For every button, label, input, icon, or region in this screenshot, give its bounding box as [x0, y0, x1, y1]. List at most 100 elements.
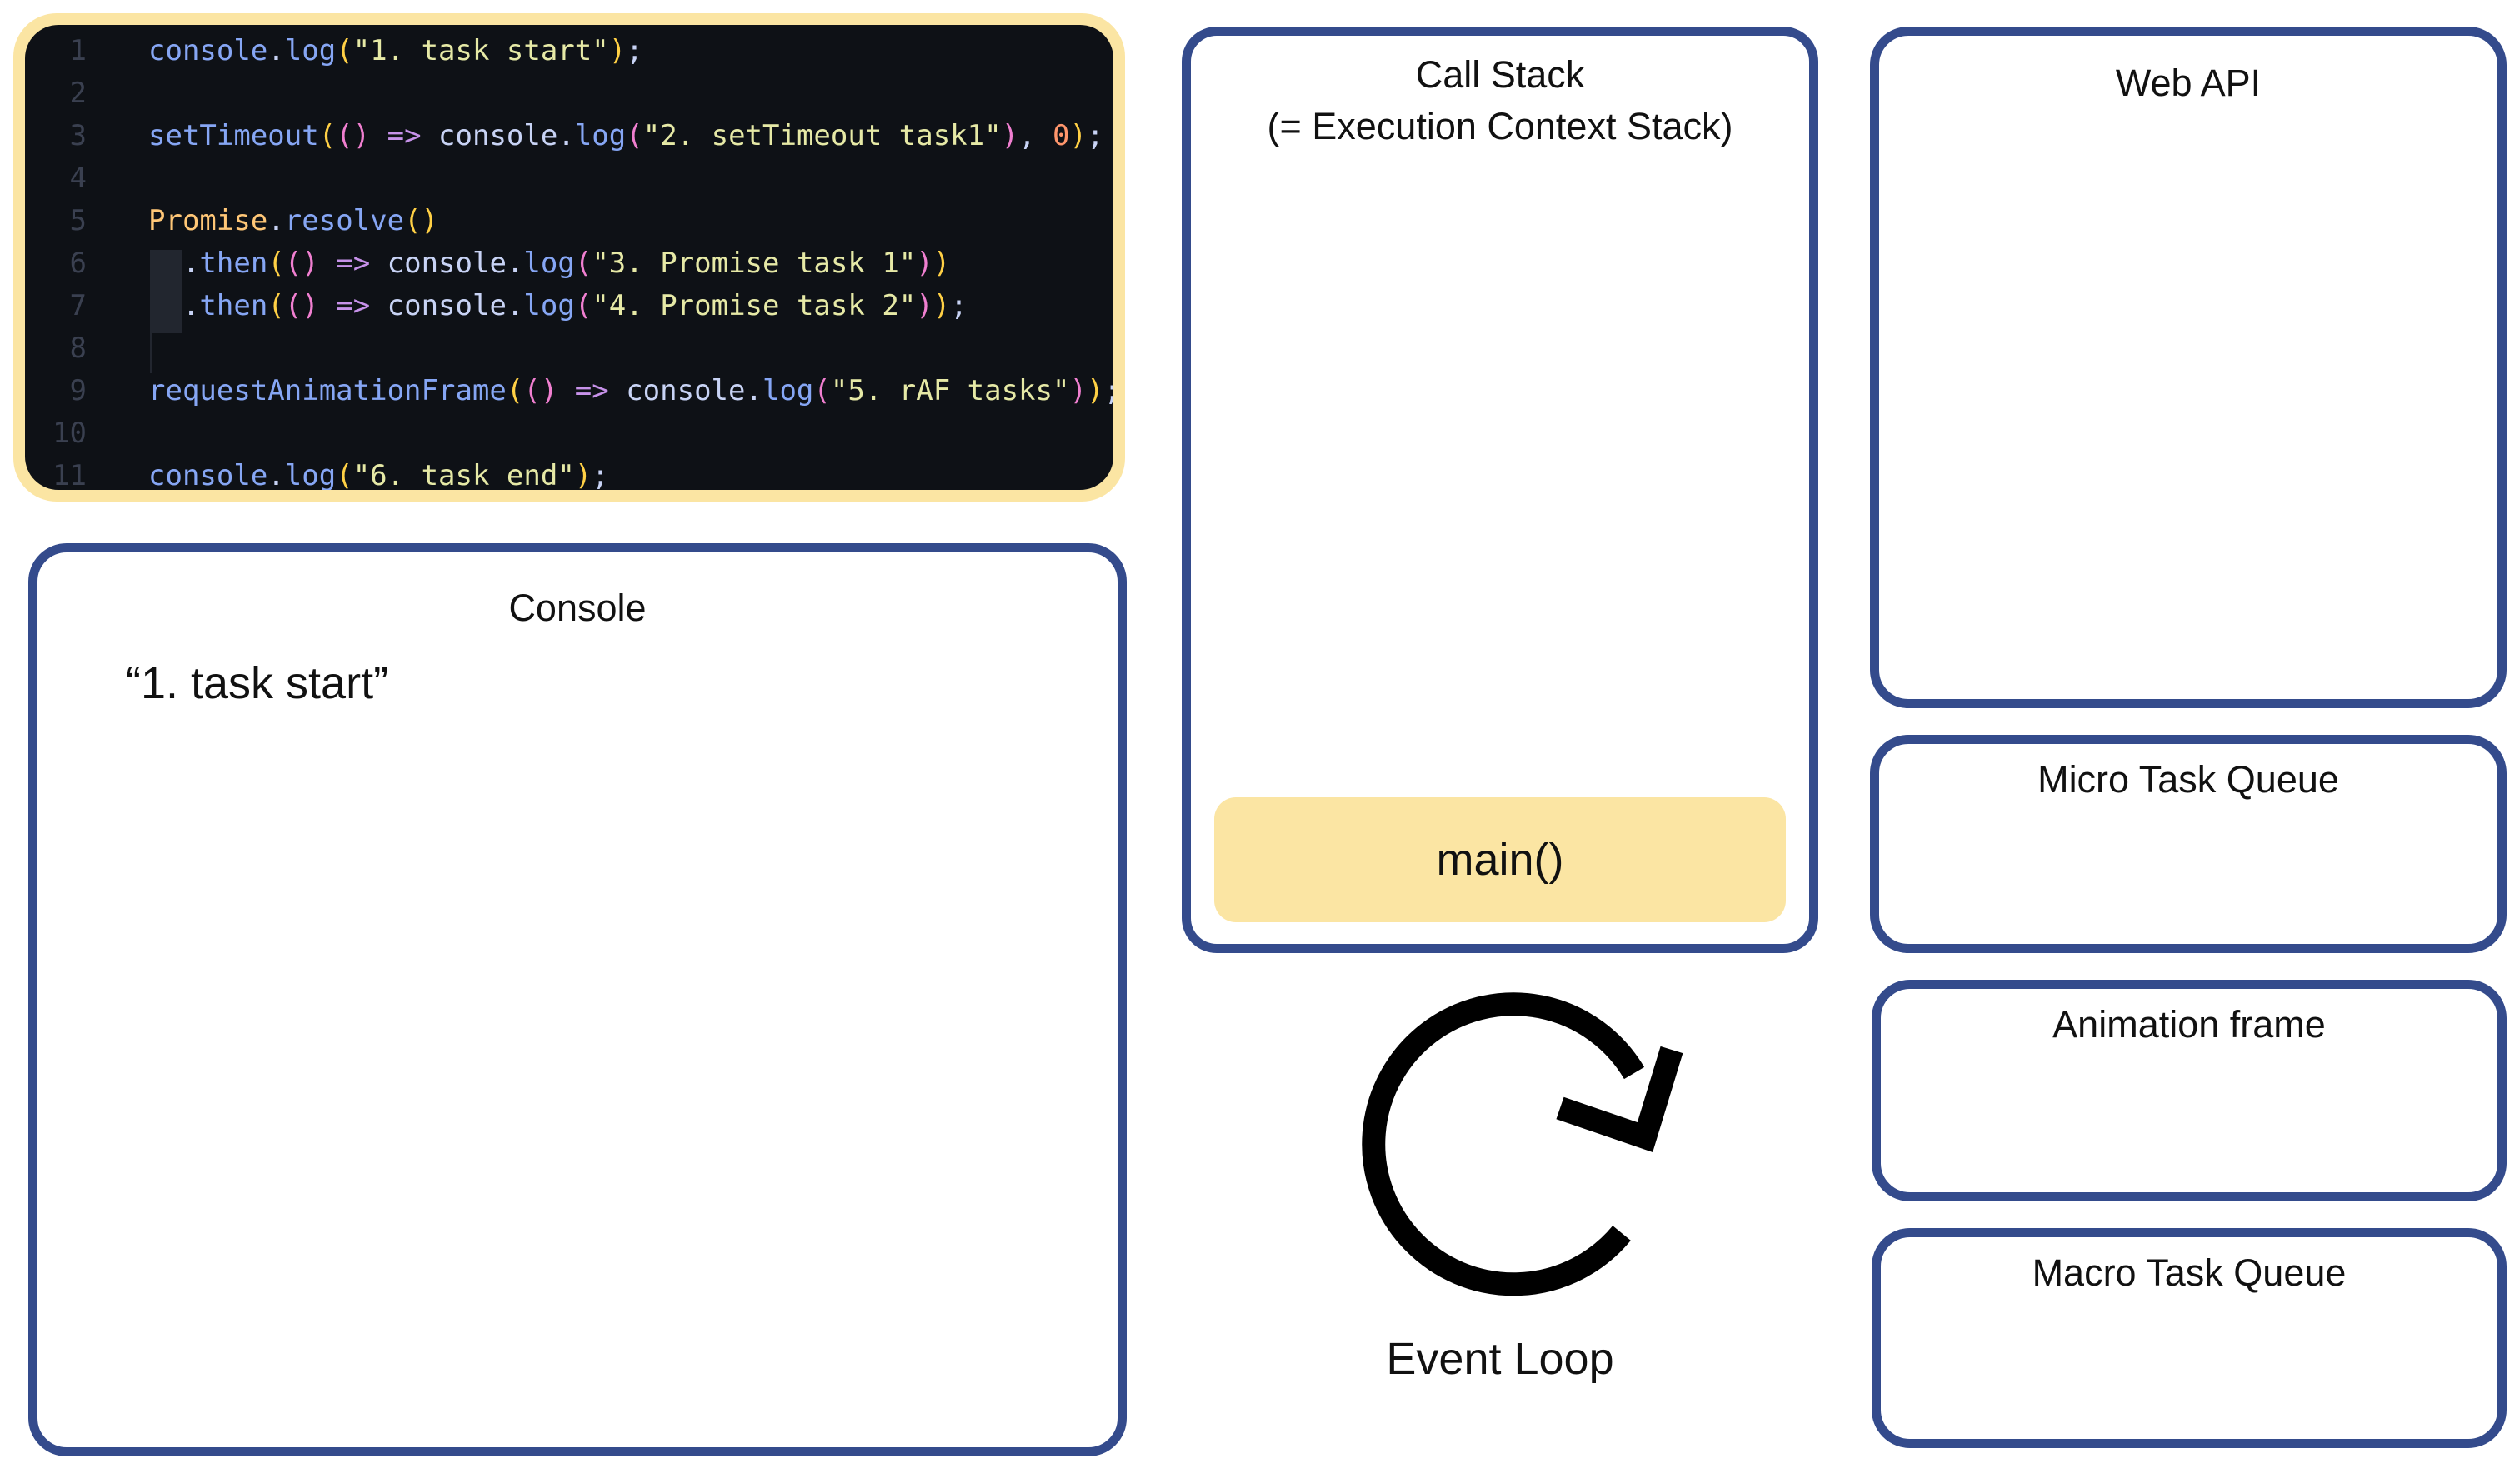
code-token: console	[626, 374, 746, 407]
code-token: (	[626, 119, 643, 152]
code-token: (	[506, 374, 524, 407]
code-token: "5. rAF tasks"	[830, 374, 1070, 407]
code-token: log	[284, 34, 337, 67]
line-code: console.log("1. task start");	[148, 30, 643, 72]
code-token: ;	[1103, 374, 1113, 407]
code-token: .	[148, 289, 200, 322]
line-number: 8	[69, 332, 87, 365]
code-token: (	[574, 289, 592, 322]
line-code: console.log("6. task end");	[148, 455, 609, 490]
line-number: 5	[69, 204, 87, 237]
code-token: (	[336, 459, 353, 490]
line-number: 6	[69, 247, 87, 280]
code-token: .	[268, 459, 285, 490]
event-loop-label: Event Loop	[1386, 1334, 1614, 1384]
code-line: 1 console.log("1. task start");	[25, 30, 1113, 72]
line-number: 3	[69, 119, 87, 152]
line-number: 1	[69, 34, 87, 67]
code-token: (	[813, 374, 831, 407]
console-title: Console	[508, 587, 647, 629]
console-box: Console “1. task start”	[28, 543, 1127, 1456]
code-line: 10	[25, 412, 1113, 455]
code-token: console	[387, 289, 507, 322]
code-token: )	[1086, 374, 1104, 407]
console-output-line: “1. task start”	[126, 658, 389, 708]
code-token: (	[268, 247, 285, 280]
code-token: 0	[1052, 119, 1070, 152]
indent-guide	[150, 250, 182, 333]
code-token: =>	[370, 119, 439, 152]
line-code: setTimeout(() => console.log("2. setTime…	[148, 115, 1103, 157]
code-token: "1. task start"	[352, 34, 609, 67]
animation-frame-box: Animation frame	[1872, 980, 2507, 1201]
code-token: Promise	[148, 204, 268, 237]
macro-task-queue-title: Macro Task Queue	[2032, 1251, 2347, 1294]
code-token: ;	[1087, 119, 1104, 152]
code-token: ;	[950, 289, 968, 322]
code-token: then	[199, 247, 268, 280]
code-token: setTimeout	[148, 119, 319, 152]
code-token: =>	[318, 289, 388, 322]
code-token: log	[762, 374, 814, 407]
line-code: requestAnimationFrame(() => console.log(…	[148, 370, 1113, 412]
code-line: 11 console.log("6. task end");	[25, 455, 1113, 490]
code-token: .	[506, 289, 524, 322]
code-token: console	[148, 459, 268, 490]
line-number: 10	[52, 417, 87, 450]
line-number: 7	[69, 289, 87, 322]
code-line: 2	[25, 72, 1113, 115]
code-token: log	[523, 247, 575, 280]
line-code: .then(() => console.log("3. Promise task…	[148, 242, 950, 285]
code-token: console	[438, 119, 558, 152]
code-token: )	[932, 247, 951, 280]
code-token: ;	[626, 34, 643, 67]
web-api-box: Web API	[1870, 27, 2507, 708]
code-token: .	[148, 247, 200, 280]
code-token: (	[318, 119, 337, 152]
macro-task-queue-box: Macro Task Queue	[1872, 1228, 2507, 1448]
code-token: "2. setTimeout task1"	[642, 119, 1002, 152]
code-token: .	[268, 204, 285, 237]
code-token: (	[574, 247, 592, 280]
line-code: Promise.resolve()	[148, 200, 438, 242]
stack-frame-main: main()	[1214, 797, 1786, 922]
code-token: .	[558, 119, 575, 152]
micro-task-queue-box: Micro Task Queue	[1870, 735, 2507, 953]
code-token: )	[1001, 119, 1019, 152]
code-token: then	[199, 289, 268, 322]
code-token: )	[916, 289, 933, 322]
code-token: console	[148, 34, 268, 67]
code-token: ()	[523, 374, 558, 407]
line-number: 2	[69, 77, 87, 110]
code-token: log	[284, 459, 337, 490]
code-token: .	[506, 247, 524, 280]
line-code: .then(() => console.log("4. Promise task…	[148, 285, 968, 327]
code-token: =>	[558, 374, 627, 407]
code-line: 7 .then(() => console.log("4. Promise ta…	[25, 285, 1113, 327]
code-token: log	[523, 289, 575, 322]
code-token: ()	[336, 119, 371, 152]
code-token: "4. Promise task 2"	[592, 289, 917, 322]
code-token: =>	[318, 247, 388, 280]
code-token: )	[608, 34, 627, 67]
animation-frame-title: Animation frame	[2052, 1003, 2326, 1046]
code-token: "3. Promise task 1"	[592, 247, 917, 280]
code-token: console	[387, 247, 507, 280]
code-token: )	[916, 247, 933, 280]
line-number: 11	[52, 459, 87, 490]
code-line: 5 Promise.resolve()	[25, 200, 1113, 242]
call-stack-title: Call Stack	[1415, 53, 1585, 96]
code-token: )	[1069, 119, 1087, 152]
code-line: 8	[25, 327, 1113, 370]
code-token: (	[268, 289, 285, 322]
code-token: .	[745, 374, 762, 407]
code-token: requestAnimationFrame	[148, 374, 507, 407]
code-line: 4	[25, 157, 1113, 200]
code-token: )	[574, 459, 592, 490]
code-token: ,	[1018, 119, 1053, 152]
code-token: ()	[284, 247, 319, 280]
